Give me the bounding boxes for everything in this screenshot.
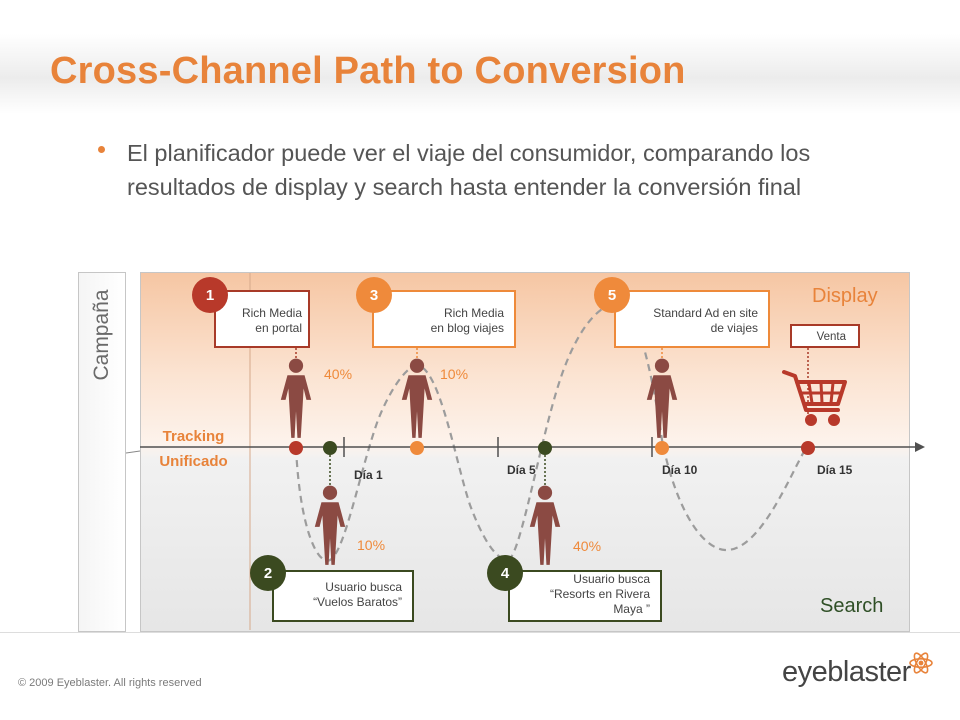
step-4-badge: 4 xyxy=(487,555,523,591)
day-label-10: Día 10 xyxy=(662,463,698,477)
tracking-line-1: Tracking xyxy=(162,428,225,445)
step-3-line2: en blog viajes xyxy=(430,321,504,335)
step-1-line1: Rich Media xyxy=(241,306,302,320)
touchpoint-dot-5 xyxy=(655,441,669,455)
footer-divider xyxy=(0,632,960,633)
copyright-footer: © 2009 Eyeblaster. All rights reserved xyxy=(18,677,202,689)
bullet-text: El planificador puede ver el viaje del c… xyxy=(127,140,811,200)
person-icon xyxy=(529,485,561,565)
percent-label-2: 10% xyxy=(357,537,386,553)
shopping-cart-icon xyxy=(782,370,847,426)
tracking-line-2: Unificado xyxy=(159,453,228,470)
atom-logo-icon xyxy=(909,652,933,674)
step-1-line2: en portal xyxy=(255,321,302,335)
campaign-column: Campaña xyxy=(78,272,126,632)
logo-wordmark: eyeblaster xyxy=(782,656,911,688)
step-3-box: Rich Media en blog viajes xyxy=(372,290,516,348)
person-icon xyxy=(646,358,678,438)
person-icon xyxy=(280,358,312,438)
sale-label: Venta xyxy=(816,331,846,343)
bullet-dot xyxy=(98,146,105,153)
step-3-line1: Rich Media xyxy=(443,306,504,320)
touchpoint-dot-3 xyxy=(410,441,424,455)
touchpoint-dot-2 xyxy=(323,441,337,455)
sale-box: Venta xyxy=(790,324,860,348)
page-title: Cross-Channel Path to Conversion xyxy=(50,50,686,92)
day-label-15: Día 15 xyxy=(817,463,853,477)
step-2-line2: “Vuelos Baratos” xyxy=(313,595,402,609)
touchpoint-dot-1 xyxy=(289,441,303,455)
consumer-journey-curve xyxy=(294,302,807,562)
step-3-badge: 3 xyxy=(356,277,392,313)
conversion-dot xyxy=(801,441,815,455)
step-4-line3: Maya ” xyxy=(613,602,650,616)
header-band xyxy=(0,34,960,114)
percent-label-4: 40% xyxy=(573,538,602,554)
step-4-line1: Usuario busca xyxy=(573,572,650,586)
step-5-line2: de viajes xyxy=(710,321,758,335)
step-1-badge: 1 xyxy=(192,277,228,313)
tracking-unificado-label: Tracking Unificado xyxy=(146,424,241,474)
touchpoint-dot-4 xyxy=(538,441,552,455)
search-lane-label: Search xyxy=(820,595,884,617)
tracking-connector-line xyxy=(125,450,141,454)
step-4-line2: “Resorts en Rivera xyxy=(549,587,650,601)
percent-label-1: 40% xyxy=(324,366,353,382)
person-icon xyxy=(314,485,346,565)
step-2-line1: Usuario busca xyxy=(325,580,402,594)
day-label-1: Día 1 xyxy=(354,468,383,482)
percent-label-3: 10% xyxy=(440,366,469,382)
step-1-box: Rich Media en portal xyxy=(214,290,310,348)
step-2-box: Usuario busca “Vuelos Baratos” xyxy=(272,570,414,622)
eyeblaster-logo: eyeblaster xyxy=(782,650,933,690)
day-label-5: Día 5 xyxy=(507,463,536,477)
step-2-badge: 2 xyxy=(250,555,286,591)
step-5-badge: 5 xyxy=(594,277,630,313)
step-4-box: Usuario busca “Resorts en Rivera Maya ” xyxy=(508,570,662,622)
display-lane-label: Display xyxy=(812,285,878,307)
step-5-line1: Standard Ad en site xyxy=(653,306,758,320)
timeline-arrowhead xyxy=(915,442,925,452)
step-5-box: Standard Ad en site de viajes xyxy=(614,290,770,348)
